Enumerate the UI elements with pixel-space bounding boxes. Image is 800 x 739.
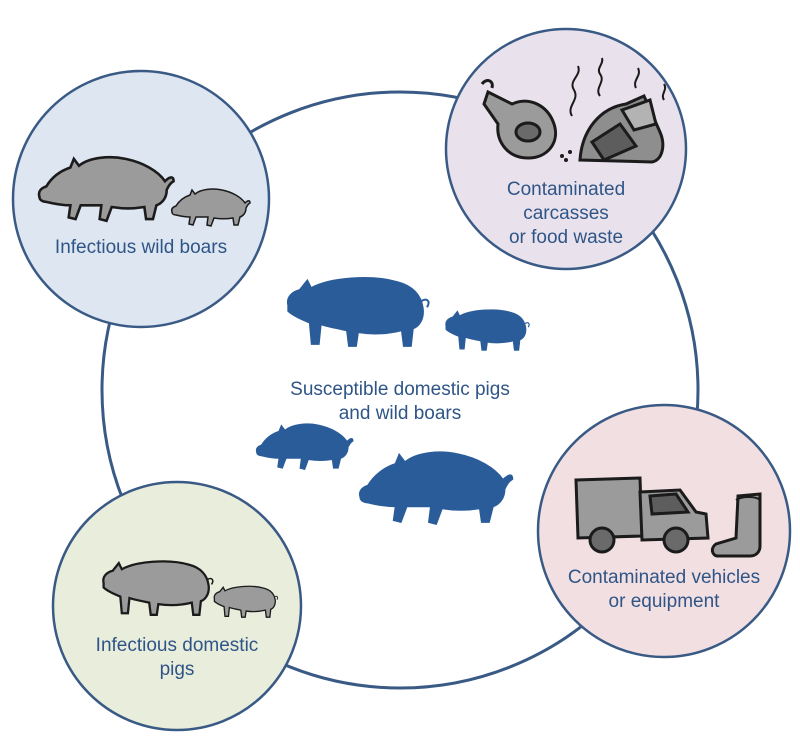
center-label-line: Susceptible domestic pigs [290, 379, 510, 400]
truck-and-boot-icon [574, 476, 762, 558]
carcasses-label-line: or food waste [508, 227, 624, 248]
vehicles-label-line: Contaminated vehicles [567, 567, 761, 588]
domestic-pigs-label-line: Infectious domestic [95, 635, 259, 656]
node-infectious-domestic-pigs [51, 480, 303, 732]
node-contaminated-vehicles [536, 403, 792, 659]
node-carcasses-circle [444, 27, 688, 271]
wild-boars-label: Infectious wild boars [31, 236, 251, 260]
carcasses-label-line: carcasses [523, 203, 609, 224]
wild-boars-label-line: Infectious wild boars [54, 237, 228, 258]
node-infectious-wild-boars [11, 69, 271, 329]
vehicles-label-line: or equipment [608, 591, 720, 612]
domestic-pigs-label: Infectious domestic pigs [72, 634, 282, 682]
carcasses-label-line: Contaminated [506, 179, 626, 200]
domestic-pigs-label-line: pigs [159, 659, 195, 680]
vehicles-label: Contaminated vehicles or equipment [548, 566, 780, 614]
center-label: Susceptible domestic pigs and wild boars [240, 378, 560, 426]
carcasses-label: Contaminated carcasses or food waste [466, 178, 666, 250]
node-contaminated-carcasses [444, 27, 688, 271]
center-label-line: and wild boars [338, 403, 462, 424]
carcass-food-waste-icon [480, 57, 667, 164]
